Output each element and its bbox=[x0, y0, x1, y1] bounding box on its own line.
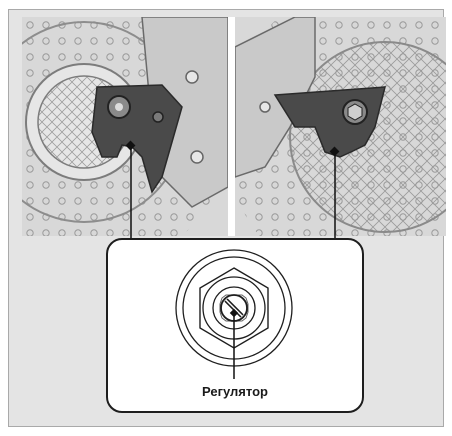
adjuster-detail-box: Регулятор bbox=[106, 238, 364, 413]
adjuster-label: Регулятор bbox=[108, 384, 362, 399]
left-leader-marker bbox=[126, 141, 136, 151]
figure-panel: Регулятор bbox=[8, 9, 444, 427]
right-leader-marker bbox=[330, 147, 340, 157]
